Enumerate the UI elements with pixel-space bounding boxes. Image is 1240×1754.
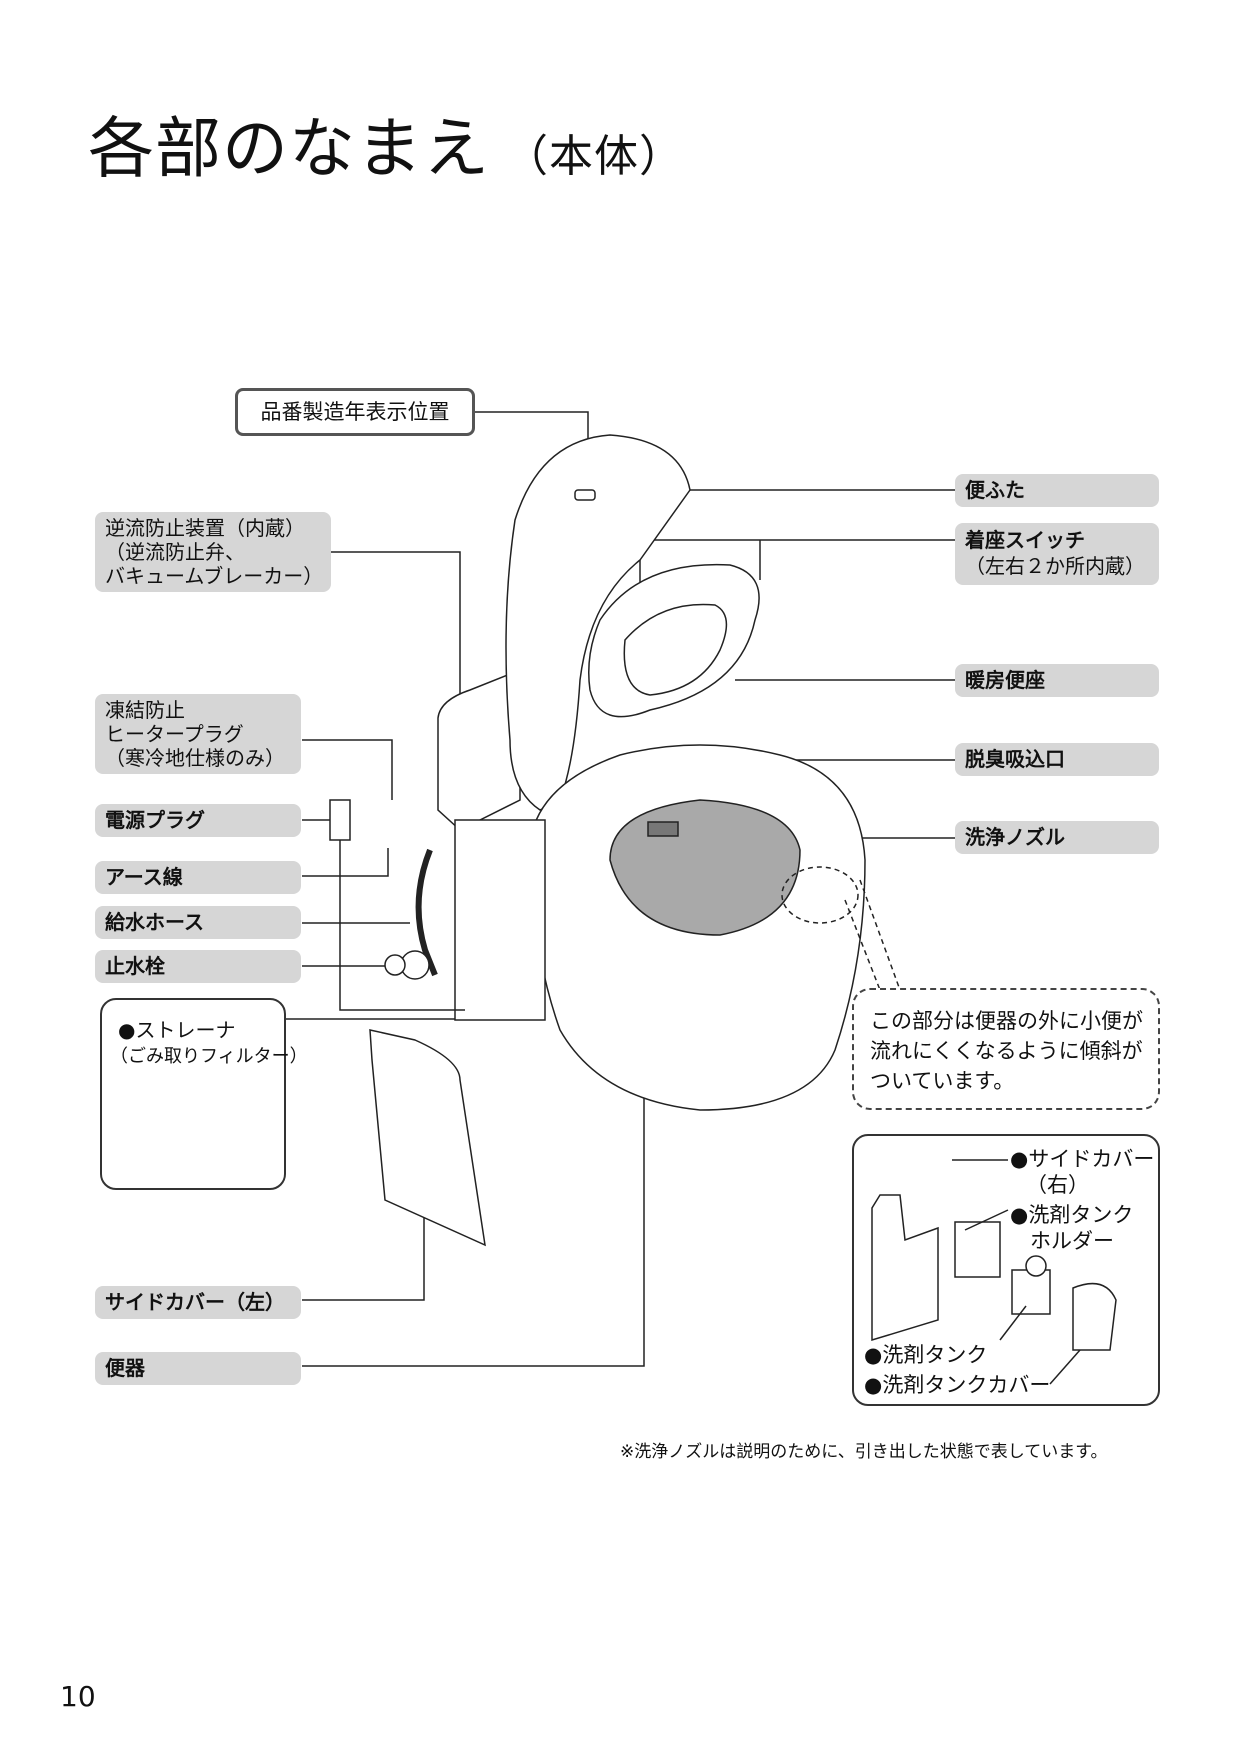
parts-tank-holder-line2: ホルダー	[1030, 1229, 1114, 1253]
tank-shape	[437, 668, 521, 831]
page-title: 各部のなまえ （本体）	[88, 95, 684, 191]
strainer-title: ●ストレーナ	[118, 1018, 236, 1042]
nozzle-shape	[647, 821, 679, 837]
label-water-hose: 給水ホース	[95, 906, 301, 939]
slope-note-line2: 流れにくくなるように傾斜が	[870, 1039, 1143, 1063]
label-seat-switch-line2: （左右２か所内蔵）	[965, 554, 1145, 578]
leader-earth-wire	[302, 848, 389, 877]
label-bowl: 便器	[95, 1352, 301, 1385]
label-lid: 便ふた	[955, 474, 1159, 507]
label-antifreeze-line2: ヒータープラグ	[105, 722, 244, 746]
parts-tank: ●洗剤タンク	[864, 1343, 988, 1367]
label-antifreeze-line3: （寒冷地仕様のみ）	[105, 746, 285, 770]
label-backflow-line2: （逆流防止弁、	[105, 540, 245, 564]
label-backflow-line1: 逆流防止装置（内蔵）	[105, 516, 305, 540]
label-backflow-line3: バキュームブレーカー）	[105, 564, 324, 588]
parts-tank-cover: ●洗剤タンクカバー	[864, 1373, 1051, 1397]
slope-note-line3: ついています。	[870, 1069, 1015, 1093]
model-number-location-label: 品番製造年表示位置	[235, 388, 475, 436]
page-title-sub: （本体）	[504, 131, 684, 182]
label-heated-seat: 暖房便座	[955, 664, 1159, 697]
page-number: 10	[60, 1680, 96, 1713]
tank-cover-shape	[1072, 1282, 1117, 1351]
label-stop-valve: 止水栓	[95, 950, 301, 983]
label-antifreeze-plug: 凍結防止 ヒータープラグ （寒冷地仕様のみ）	[95, 694, 301, 774]
label-side-cover-left: サイドカバー（左）	[95, 1286, 301, 1319]
tank-holder-shape	[954, 1221, 1001, 1278]
label-earth-wire: アース線	[95, 861, 301, 894]
slope-note-box: この部分は便器の外に小便が 流れにくくなるように傾斜が ついています。	[852, 988, 1160, 1110]
label-cleaning-nozzle: 洗浄ノズル	[955, 821, 1159, 854]
strainer-subtitle: （ごみ取りフィルター）	[110, 1046, 308, 1067]
power-plug-shape	[329, 799, 351, 841]
side-cover-right-shape	[871, 1194, 939, 1342]
footnote: ※洗浄ノズルは説明のために、引き出した状態で表しています。	[620, 1442, 1108, 1462]
label-backflow-preventer: 逆流防止装置（内蔵） （逆流防止弁、 バキュームブレーカー）	[95, 512, 331, 592]
page-title-main: 各部のなまえ	[88, 110, 490, 187]
leader-bowl	[302, 1072, 645, 1367]
strainer-box: ●ストレーナ （ごみ取りフィルター）	[100, 998, 308, 1190]
label-seat-switch-line1: 着座スイッチ	[965, 528, 1085, 552]
leader-antifreeze	[302, 739, 393, 800]
label-deodorizer-inlet: 脱臭吸込口	[955, 743, 1159, 776]
side-cover-left-shape	[369, 1029, 486, 1247]
lid-shape	[505, 434, 691, 811]
parts-side-cover-right-line1: ●サイドカバー	[1010, 1147, 1155, 1171]
slope-note-line1: この部分は便器の外に小便が	[870, 1009, 1143, 1033]
parts-tank-holder-line1: ●洗剤タンク	[1010, 1203, 1134, 1227]
label-antifreeze-line1: 凍結防止	[105, 698, 185, 722]
leader-strainer	[286, 830, 473, 1020]
label-seat-switch: 着座スイッチ （左右２か所内蔵）	[955, 523, 1159, 585]
parts-side-cover-right-line2: （右）	[1026, 1173, 1089, 1197]
parts-box: ●サイドカバー （右） ●洗剤タンク ホルダー ●洗剤タンク ●洗剤タンクカバー	[852, 1134, 1160, 1406]
slope-marker	[781, 866, 859, 924]
plumbing-area	[454, 819, 546, 1021]
label-power-plug: 電源プラグ	[95, 804, 301, 837]
